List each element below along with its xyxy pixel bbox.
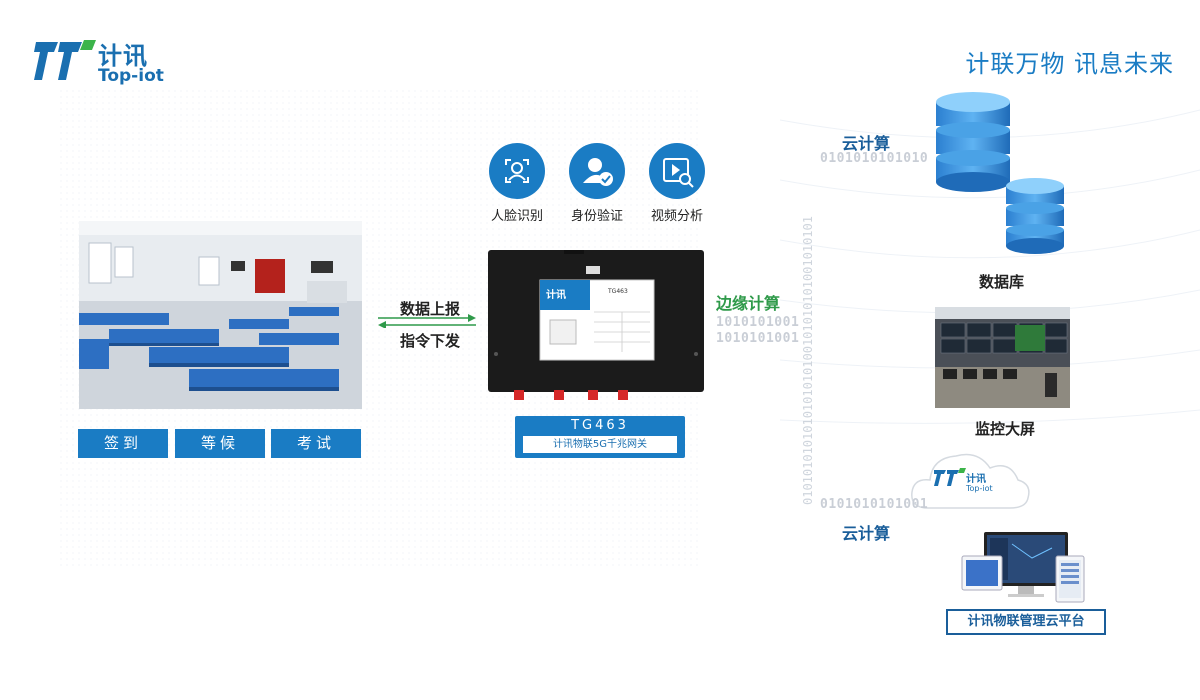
gateway-description: 计讯物联5G千兆网关 bbox=[523, 436, 677, 453]
feature-identity-verification: 身份验证 bbox=[567, 143, 627, 224]
antenna-connectors-icon bbox=[514, 390, 628, 400]
monitor-screen-label: 监控大屏 bbox=[975, 420, 1036, 438]
edge-computing-label: 边缘计算 bbox=[716, 294, 781, 313]
waiting-room-photo bbox=[79, 221, 362, 409]
logo-text-en: Top-iot bbox=[98, 66, 164, 86]
logo-text-cn: 计讯 bbox=[98, 42, 148, 70]
svg-text:010101010101010101010010101010: 0101010101010101010100101010101001010101 bbox=[801, 216, 815, 505]
binary-text: 0101010101010 bbox=[820, 151, 929, 166]
face-recognition-icon bbox=[489, 143, 545, 199]
cloud-computing-label-bottom: 云计算 bbox=[842, 524, 891, 543]
cloud-platform-label: 计讯物联管理云平台 bbox=[946, 609, 1106, 635]
brand-logo: 计讯 Top-iot bbox=[34, 36, 184, 88]
identity-verification-icon bbox=[569, 143, 625, 199]
binary-text: 1010101001 bbox=[716, 331, 800, 346]
bidirectional-arrow-icon bbox=[378, 314, 476, 328]
tag-sign-in: 签到 bbox=[78, 429, 168, 458]
feature-label: 视频分析 bbox=[650, 209, 703, 224]
data-upload-label: 数据上报 bbox=[400, 300, 461, 318]
cloud-icon bbox=[911, 453, 1030, 509]
command-download-label: 指令下发 bbox=[400, 332, 461, 350]
binary-text: 0101010101001 bbox=[820, 497, 929, 512]
feature-label: 身份验证 bbox=[570, 209, 623, 224]
binary-text: 1010101001 bbox=[716, 315, 800, 330]
gateway-model-box: TG463 计讯物联5G千兆网关 bbox=[515, 416, 685, 458]
video-analysis-icon bbox=[649, 143, 705, 199]
cloud-logo-en: Top-iot bbox=[966, 484, 993, 493]
cloud-computing-label-top: 云计算 bbox=[842, 134, 891, 153]
database-icon bbox=[936, 92, 1064, 254]
cloud-logo-cn: 计讯 bbox=[966, 474, 986, 485]
platform-devices-icon bbox=[961, 532, 1085, 603]
logo-mark-icon bbox=[34, 40, 96, 80]
gateway-front-model: TG463 bbox=[608, 288, 628, 295]
feature-video-analysis: 视频分析 bbox=[647, 143, 707, 224]
feature-face-recognition: 人脸识别 bbox=[487, 143, 547, 224]
slogan: 计联万物 讯息未来 bbox=[965, 50, 1174, 78]
tag-exam: 考试 bbox=[271, 429, 361, 458]
monitoring-room-photo bbox=[935, 307, 1070, 408]
gateway-model: TG463 bbox=[571, 418, 629, 433]
gateway-front-logo: 计讯 bbox=[546, 290, 566, 301]
gateway-device: 计讯 TG463 bbox=[488, 246, 704, 392]
tag-waiting: 等候 bbox=[175, 429, 265, 458]
feature-label: 人脸识别 bbox=[490, 209, 543, 224]
database-label: 数据库 bbox=[979, 273, 1025, 291]
